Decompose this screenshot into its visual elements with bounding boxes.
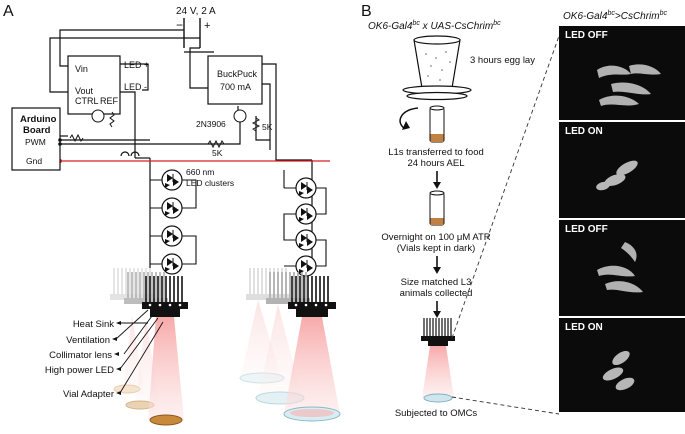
photo-label: LED OFF: [565, 224, 608, 235]
larvae-image: [597, 64, 661, 106]
pwm-label: PWM: [25, 137, 46, 147]
ref-label: REF: [100, 96, 119, 106]
down-arrow-icon: [433, 182, 441, 189]
transfer-label-2: 24 hours AEL: [407, 158, 464, 169]
photo-led-on-1: LED ON: [559, 122, 685, 218]
power-supply-label: 24 V, 2 A: [176, 6, 216, 17]
pwm-resistor-icon: [69, 133, 84, 143]
collimator-lens: [150, 309, 180, 317]
egg-lay-label: 3 hours egg lay: [470, 55, 535, 66]
vout-label: Vout: [75, 86, 94, 96]
light-beam-right: [284, 317, 340, 414]
panel-b-label: B: [361, 3, 372, 20]
zoom-line-top: [451, 35, 560, 339]
arduino-label-line1: Arduino: [20, 114, 57, 125]
led-cluster-column-left: [150, 169, 197, 275]
led-cluster-icon: [295, 229, 317, 251]
pwm-node-2: [58, 142, 62, 146]
buckpuck-current: 700 mA: [220, 82, 251, 92]
led-cluster-icon: [295, 203, 317, 225]
photo-led-off-1: LED OFF: [559, 26, 685, 120]
wire-crossings: [120, 151, 140, 157]
part-label-vial-adapter: Vial Adapter: [63, 389, 114, 400]
resistor-5k-vertical-icon: [251, 117, 261, 132]
transistor-part: 2N3906: [196, 119, 226, 129]
led-cluster-icon: [295, 177, 317, 199]
minus-terminal: −: [176, 18, 183, 32]
atr-label-1: Overnight on 100 μM ATR: [381, 232, 490, 243]
arrowheads: [112, 321, 121, 395]
light-beam-left: [148, 317, 184, 420]
part-label-heat-sink: Heat Sink: [73, 319, 114, 330]
part-label-led: High power LED: [45, 365, 114, 376]
photo-label: LED ON: [565, 322, 603, 333]
size-label-2: animals collected: [400, 288, 473, 299]
part-label-collimator: Collimator lens: [49, 350, 112, 361]
down-arrow-icon: [433, 311, 441, 318]
food-vial-icon: [429, 105, 445, 143]
vin-label: Vin: [75, 64, 88, 74]
photo-led-off-2: LED OFF: [559, 220, 685, 316]
ventilation-plate: [142, 302, 188, 309]
down-arrow-icon: [433, 267, 441, 274]
plus-terminal: +: [204, 20, 210, 32]
panel-a-label: A: [3, 3, 14, 20]
buckpuck-label: BuckPuck: [217, 69, 258, 79]
resistor-value-2: 5K: [212, 148, 223, 158]
arduino-label-line2: Board: [23, 125, 51, 136]
egg-lay-cage-icon: [402, 35, 472, 101]
size-label-1: Size matched L3: [401, 277, 472, 288]
atr-label-2: (Vials kept in dark): [397, 243, 476, 254]
buckpuck-box: [207, 55, 263, 105]
led-stack-left: [110, 267, 188, 426]
driver-resistor-icon: [109, 111, 115, 128]
photo-label: LED ON: [565, 126, 603, 137]
vial-adapter-left: [149, 414, 183, 426]
circuit-wires: [49, 29, 313, 268]
led-cluster-column-right: [283, 170, 327, 277]
atr-vial-icon: [429, 190, 445, 226]
led-cluster-icon: [161, 225, 183, 247]
omc-label: Subjected to OMCs: [395, 408, 478, 419]
led-cluster-icon: [161, 253, 183, 275]
larvae-image: [597, 242, 643, 293]
larvae-image: [596, 160, 638, 191]
ctrl-label: CTRL: [75, 96, 99, 106]
led-minus-label: LED -: [124, 82, 147, 92]
genotype-title: OK6-Gal4bc>CsChrimbc: [563, 10, 668, 22]
led-plus-label: LED +: [124, 60, 149, 70]
led-wavelength-label: 660 nm: [186, 167, 214, 177]
led-cluster-label: LED clusters: [186, 178, 234, 188]
gnd-label: Gnd: [26, 156, 42, 166]
pnp-transistor-icon: [233, 109, 247, 123]
photo-led-on-2: LED ON: [559, 318, 685, 412]
transfer-curve-arrow: [399, 107, 419, 129]
led-driver-box: [67, 55, 121, 115]
led-stack-right: [239, 267, 341, 422]
resistor-5k-horizontal-icon: [207, 139, 225, 149]
pwm-node: [58, 138, 62, 142]
arduino-board: [11, 107, 61, 171]
resistor-value-1: 5K: [262, 122, 273, 132]
part-leader-lines: [115, 309, 164, 394]
larvae-image: [602, 350, 635, 391]
photo-label: LED OFF: [565, 30, 608, 41]
transfer-label-1: L1s transferred to food: [388, 147, 484, 158]
omc-light-stack-icon: [421, 318, 455, 403]
led-cluster-icon: [161, 169, 183, 191]
driver-transistor-icon: [91, 109, 105, 123]
part-label-ventilation: Ventilation: [66, 335, 110, 346]
led-cluster-icon: [161, 197, 183, 219]
cross-title: OK6-Gal4bc x UAS-CsChrimbc: [368, 20, 501, 32]
